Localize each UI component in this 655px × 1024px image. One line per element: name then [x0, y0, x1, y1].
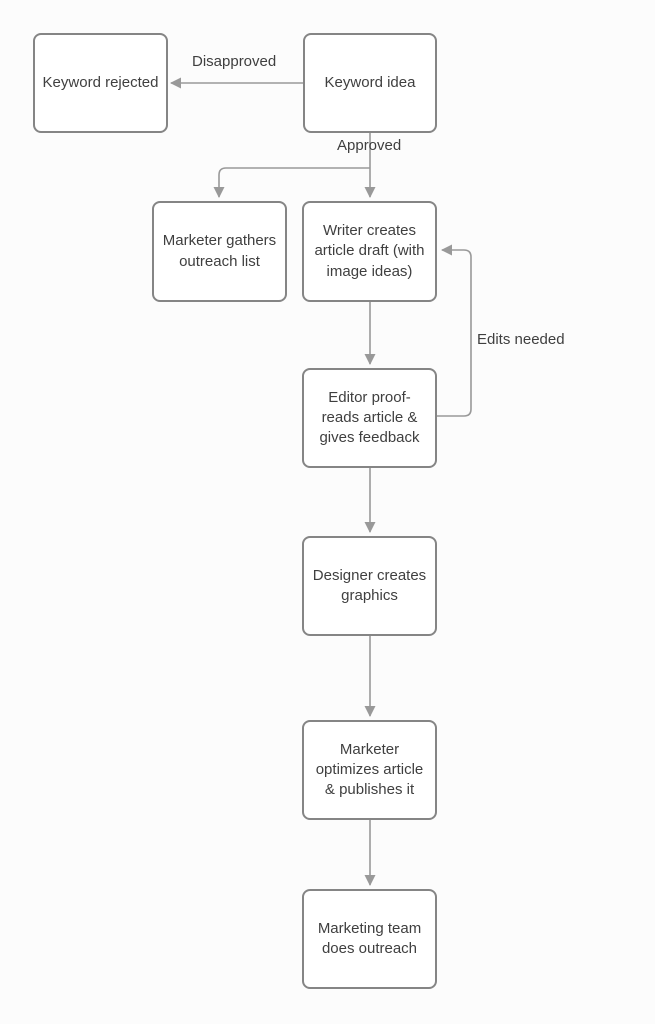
node-marketer-gathers-outreach: Marketer gathers outreach list [152, 201, 287, 302]
node-writer-creates-draft: Writer creates article draft (with image… [302, 201, 437, 302]
node-label: Writer creates article draft (with image… [314, 222, 425, 280]
node-label: Marketer optimizes article & publishes i… [315, 740, 424, 799]
node-marketer-optimizes-publishes: Marketer optimizes article & publishes i… [302, 720, 437, 820]
node-marketing-team-outreach: Marketing team does outreach [302, 889, 437, 989]
node-label: Keyword rejected [42, 73, 159, 91]
edge-label-approved: Approved [337, 137, 402, 154]
node-designer-creates-graphics: Designer creates graphics [302, 536, 437, 636]
edge-label-edits-needed: Edits needed [477, 331, 565, 348]
edge-approved-branch [213, 167, 370, 198]
node-label: Marketing team does outreach [317, 919, 422, 957]
node-editor-proofreads: Editor proof-reads article & gives feedb… [302, 368, 437, 468]
node-keyword-idea: Keyword idea [303, 33, 437, 133]
node-label: Editor proof-reads article & gives feedb… [319, 388, 420, 447]
node-label: Designer creates graphics [312, 566, 427, 604]
node-keyword-rejected: Keyword rejected [33, 33, 168, 133]
edge-edits-needed-loop [437, 244, 472, 417]
node-label: Keyword idea [324, 73, 416, 91]
node-label: Marketer gathers outreach list [162, 232, 277, 270]
edge-label-disapproved: Disapproved [192, 53, 277, 70]
